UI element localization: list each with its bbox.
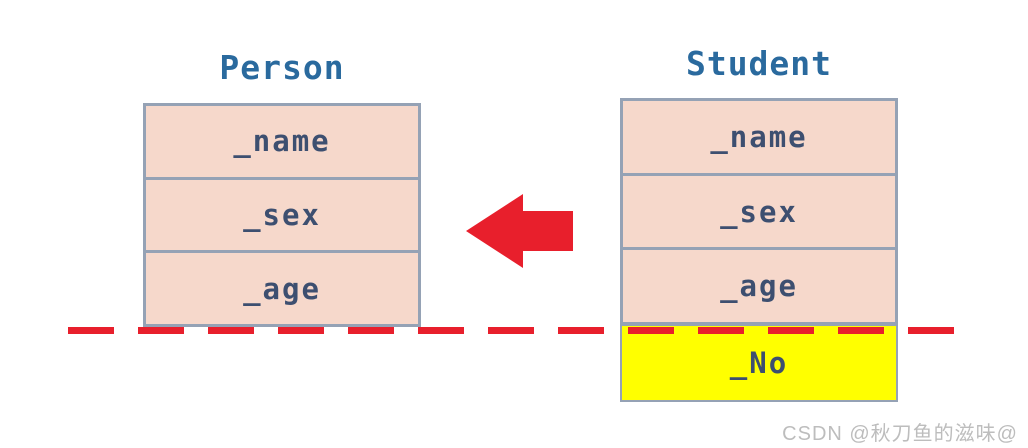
person-object-box: _name _sex _age	[143, 103, 421, 327]
left-arrow-icon	[466, 194, 573, 268]
student-object-box: _name _sex _age	[620, 98, 898, 325]
student-class-title: Student	[685, 44, 833, 83]
student-member-name: _name	[710, 119, 808, 154]
student-member-sex: _sex	[623, 172, 895, 248]
person-member-sex: _sex	[146, 176, 418, 251]
slice-dashed-line	[68, 327, 978, 334]
student-member-age: _age	[623, 247, 895, 322]
person-member-age: _age	[146, 250, 418, 324]
watermark: CSDN @秋刀鱼的滋味@	[782, 423, 1018, 445]
person-member-name: _name	[233, 124, 331, 159]
person-class-title: Person	[219, 48, 345, 87]
student-sliced-member-no: _No	[620, 324, 898, 402]
